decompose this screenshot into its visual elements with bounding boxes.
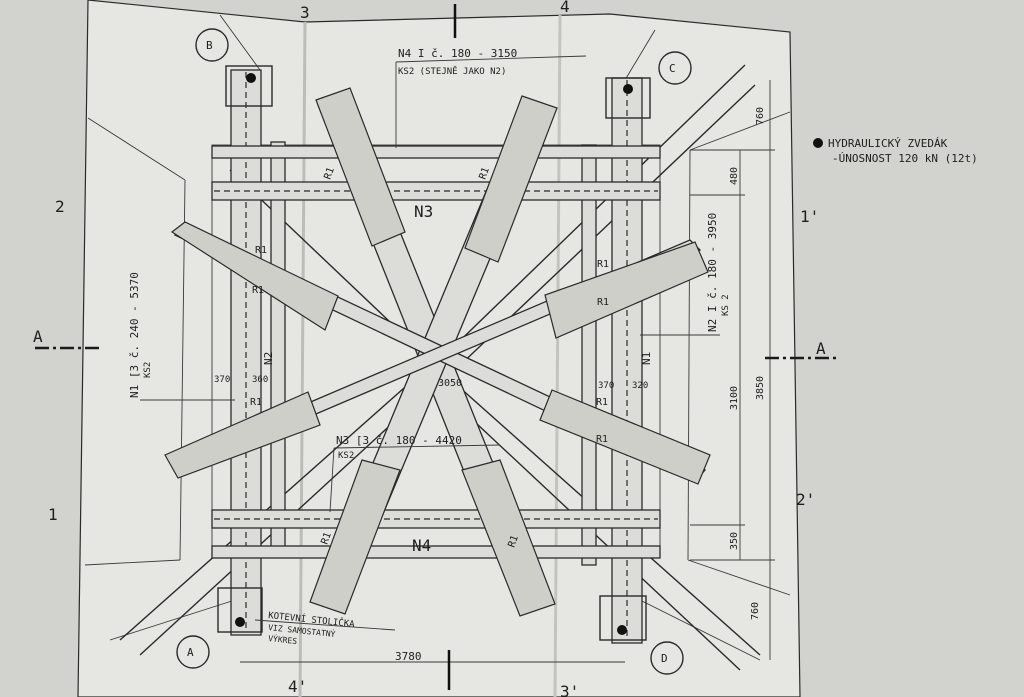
member-tag-n3: N3 bbox=[414, 202, 433, 221]
member-tag-n4: N4 bbox=[412, 536, 431, 555]
callout-n4-top: N4 I č. 180 - 3150 bbox=[398, 47, 517, 60]
member-tag-n2: N2 bbox=[262, 352, 275, 365]
dim-480: 480 bbox=[729, 167, 740, 185]
jack-marker bbox=[623, 84, 633, 94]
jack-marker bbox=[235, 617, 245, 627]
grid-label-1: 1 bbox=[48, 505, 58, 524]
member-tag-n1: N1 bbox=[640, 352, 653, 365]
corner-label-c: C bbox=[669, 62, 676, 75]
column-n2-left bbox=[230, 69, 286, 636]
section-marks bbox=[35, 346, 838, 360]
r1-tag: R1 bbox=[252, 285, 264, 296]
dim-3050: 3050 bbox=[438, 378, 462, 389]
hydraulic-jacks bbox=[217, 65, 651, 641]
corner-a-circle bbox=[176, 635, 210, 669]
callout-n2-right-sub: KS 2 bbox=[721, 294, 731, 316]
beam-top bbox=[211, 145, 661, 201]
dim-350: 350 bbox=[729, 532, 740, 550]
corner-d-circle bbox=[650, 641, 684, 675]
leader-lines bbox=[140, 55, 720, 631]
callout-n3-bottom-sub: KS2 bbox=[338, 451, 354, 461]
callout-n4-top-sub: KS2 (STEJNĚ JAKO N2) bbox=[398, 65, 506, 77]
r1-tag: R1 bbox=[597, 259, 609, 270]
r1-tag: R1 bbox=[477, 166, 491, 181]
r1-pads bbox=[164, 87, 711, 617]
legend-line-2: -ÚNOSNOST 120 kN (12t) bbox=[832, 152, 978, 165]
section-label-right: A bbox=[816, 339, 826, 358]
r1-tag: R1 bbox=[596, 434, 608, 445]
grid-label-2: 2 bbox=[55, 197, 65, 216]
grid-label-2-prime: 2' bbox=[796, 490, 815, 509]
beam-bottom bbox=[211, 509, 661, 559]
corner-label-b: B bbox=[206, 39, 213, 52]
corner-label-d: D bbox=[661, 652, 668, 665]
dim-760-top: 760 bbox=[755, 107, 766, 125]
right-dimension-lines bbox=[690, 80, 775, 660]
r1-tag: R1 bbox=[596, 397, 608, 408]
dim-360: 360 bbox=[252, 375, 268, 385]
corner-b-circle bbox=[195, 28, 229, 62]
legend-line-1: HYDRAULICKÝ ZVEDÁK bbox=[828, 137, 948, 150]
corner-markers bbox=[176, 28, 692, 675]
jack-marker bbox=[246, 73, 256, 83]
r1-tag: R1 bbox=[322, 166, 336, 181]
dim-370-left: 370 bbox=[214, 375, 230, 385]
pit-outline bbox=[84, 14, 791, 661]
grid-label-4-prime: 4' bbox=[288, 677, 307, 696]
grid-label-3-prime: 3' bbox=[560, 682, 579, 697]
paper-fold bbox=[298, 21, 307, 697]
r1-tag: R1 bbox=[255, 245, 267, 256]
section-label-left: A bbox=[33, 327, 43, 346]
grid-label-4: 4 bbox=[560, 0, 570, 16]
r1-tag: R1 bbox=[506, 534, 520, 549]
callout-n2-right: N2 I č. 180 - 3950 bbox=[706, 213, 719, 332]
dim-3850: 3850 bbox=[755, 376, 766, 400]
grid-label-3: 3 bbox=[300, 3, 310, 22]
callout-n1-left: N1 [3 č. 240 - 5370 bbox=[128, 272, 141, 398]
dim-760-bottom: 760 bbox=[750, 602, 761, 620]
dim-3780: 3780 bbox=[395, 650, 422, 663]
dim-320: 320 bbox=[632, 381, 648, 391]
corner-label-a: A bbox=[187, 646, 194, 659]
callout-n1-left-sub: KS2 bbox=[143, 362, 153, 378]
grid-label-1-prime: 1' bbox=[800, 207, 819, 226]
callout-n3-bottom: N3 [3 č. 180 - 4420 bbox=[336, 434, 462, 447]
r1-tag: R1 bbox=[250, 397, 262, 408]
r1-tag: R1 bbox=[319, 531, 333, 546]
dim-370-right: 370 bbox=[598, 381, 614, 391]
paper-fold bbox=[553, 14, 562, 697]
dim-3100: 3100 bbox=[729, 386, 740, 410]
legend-bullet-icon bbox=[813, 138, 823, 148]
callout-anchor-sub-2: VÝKRES bbox=[268, 632, 298, 646]
jack-marker bbox=[617, 625, 627, 635]
r1-tag: R1 bbox=[597, 297, 609, 308]
corner-c-circle bbox=[658, 51, 692, 85]
